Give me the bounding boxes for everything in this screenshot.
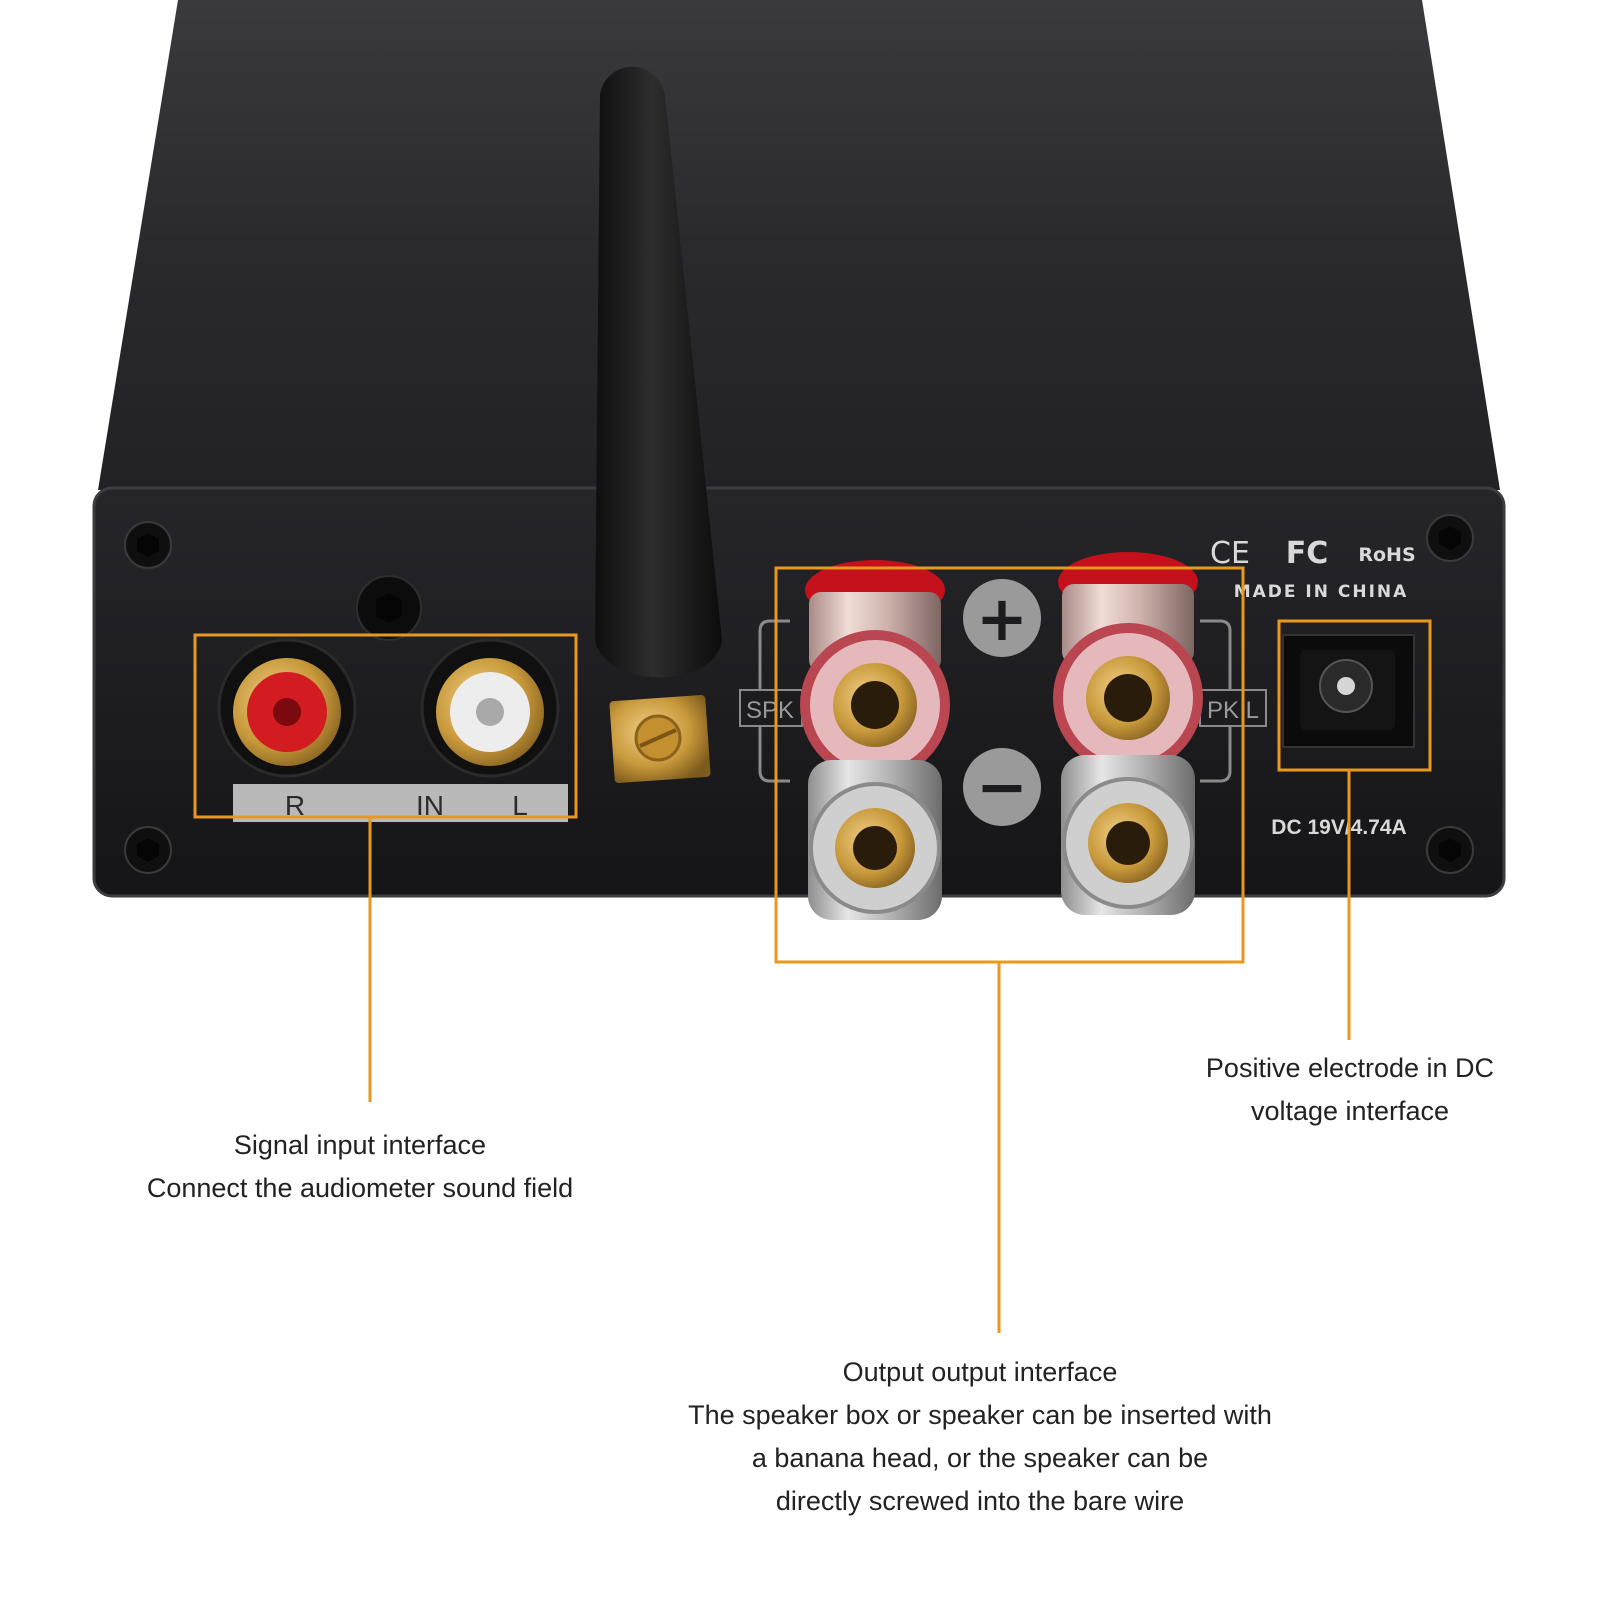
input-label-l: L <box>512 790 528 821</box>
dc-jack-icon[interactable] <box>1282 634 1415 748</box>
signal-input-callout: Signal input interface Connect the audio… <box>95 1124 625 1210</box>
cert-rohs-mark: RoHS <box>1358 544 1415 566</box>
spk-right-label: PK L <box>1207 697 1259 724</box>
dc-input-callout-line: voltage interface <box>1250 1096 1450 1126</box>
output-callout-line: The speaker box or speaker can be insert… <box>688 1400 1272 1430</box>
cert-ce-mark: CE <box>1210 536 1250 571</box>
dc-input-callout-line: Positive electrode in DC <box>1205 1053 1495 1083</box>
output-callout-line: a banana head, or the speaker can be <box>751 1443 1209 1473</box>
hex-screw-icon <box>356 575 422 641</box>
output-highlight-box <box>774 566 1245 964</box>
binding-post-icon[interactable] <box>1061 755 1195 915</box>
signal-input-callout-line: Connect the audiometer sound field <box>146 1173 574 1203</box>
binding-post-icon[interactable] <box>1053 552 1203 773</box>
hex-screw-icon <box>124 826 172 874</box>
hex-screw-icon <box>124 521 172 569</box>
minus-symbol: − <box>976 750 1028 823</box>
rca-jack-white-icon[interactable] <box>420 638 560 778</box>
spk-left-plate <box>739 689 803 727</box>
antenna-icon <box>595 66 722 783</box>
made-in-china-label: MADE IN CHINA <box>1234 582 1409 602</box>
hex-screw-icon <box>1426 826 1474 874</box>
plus-badge: + <box>963 579 1041 657</box>
dc-input-callout: Positive electrode in DC voltage interfa… <box>1160 1047 1540 1133</box>
binding-post-icon[interactable] <box>808 760 942 920</box>
chassis-top <box>98 0 1500 490</box>
binding-post-icon[interactable] <box>800 560 950 780</box>
plus-symbol: + <box>976 582 1028 655</box>
spk-left-label: SPK <box>746 697 794 724</box>
minus-badge: − <box>963 748 1041 826</box>
rca-jack-red-icon[interactable] <box>217 638 357 778</box>
dc-rating-label: DC 19V/4.74A <box>1271 816 1406 839</box>
output-callout: Output output interface The speaker box … <box>630 1351 1330 1523</box>
cert-fc-mark: FC <box>1286 536 1329 571</box>
output-callout-line: directly screwed into the bare wire <box>775 1486 1185 1516</box>
input-label-r: R <box>285 790 305 821</box>
dc-input-highlight-box <box>1277 619 1432 772</box>
spk-right-plate <box>1199 689 1267 727</box>
hex-screw-icon <box>1426 514 1474 562</box>
signal-input-highlight-box <box>193 633 578 819</box>
output-callout-line: Output output interface <box>842 1357 1118 1387</box>
signal-input-callout-line: Signal input interface <box>233 1130 487 1160</box>
